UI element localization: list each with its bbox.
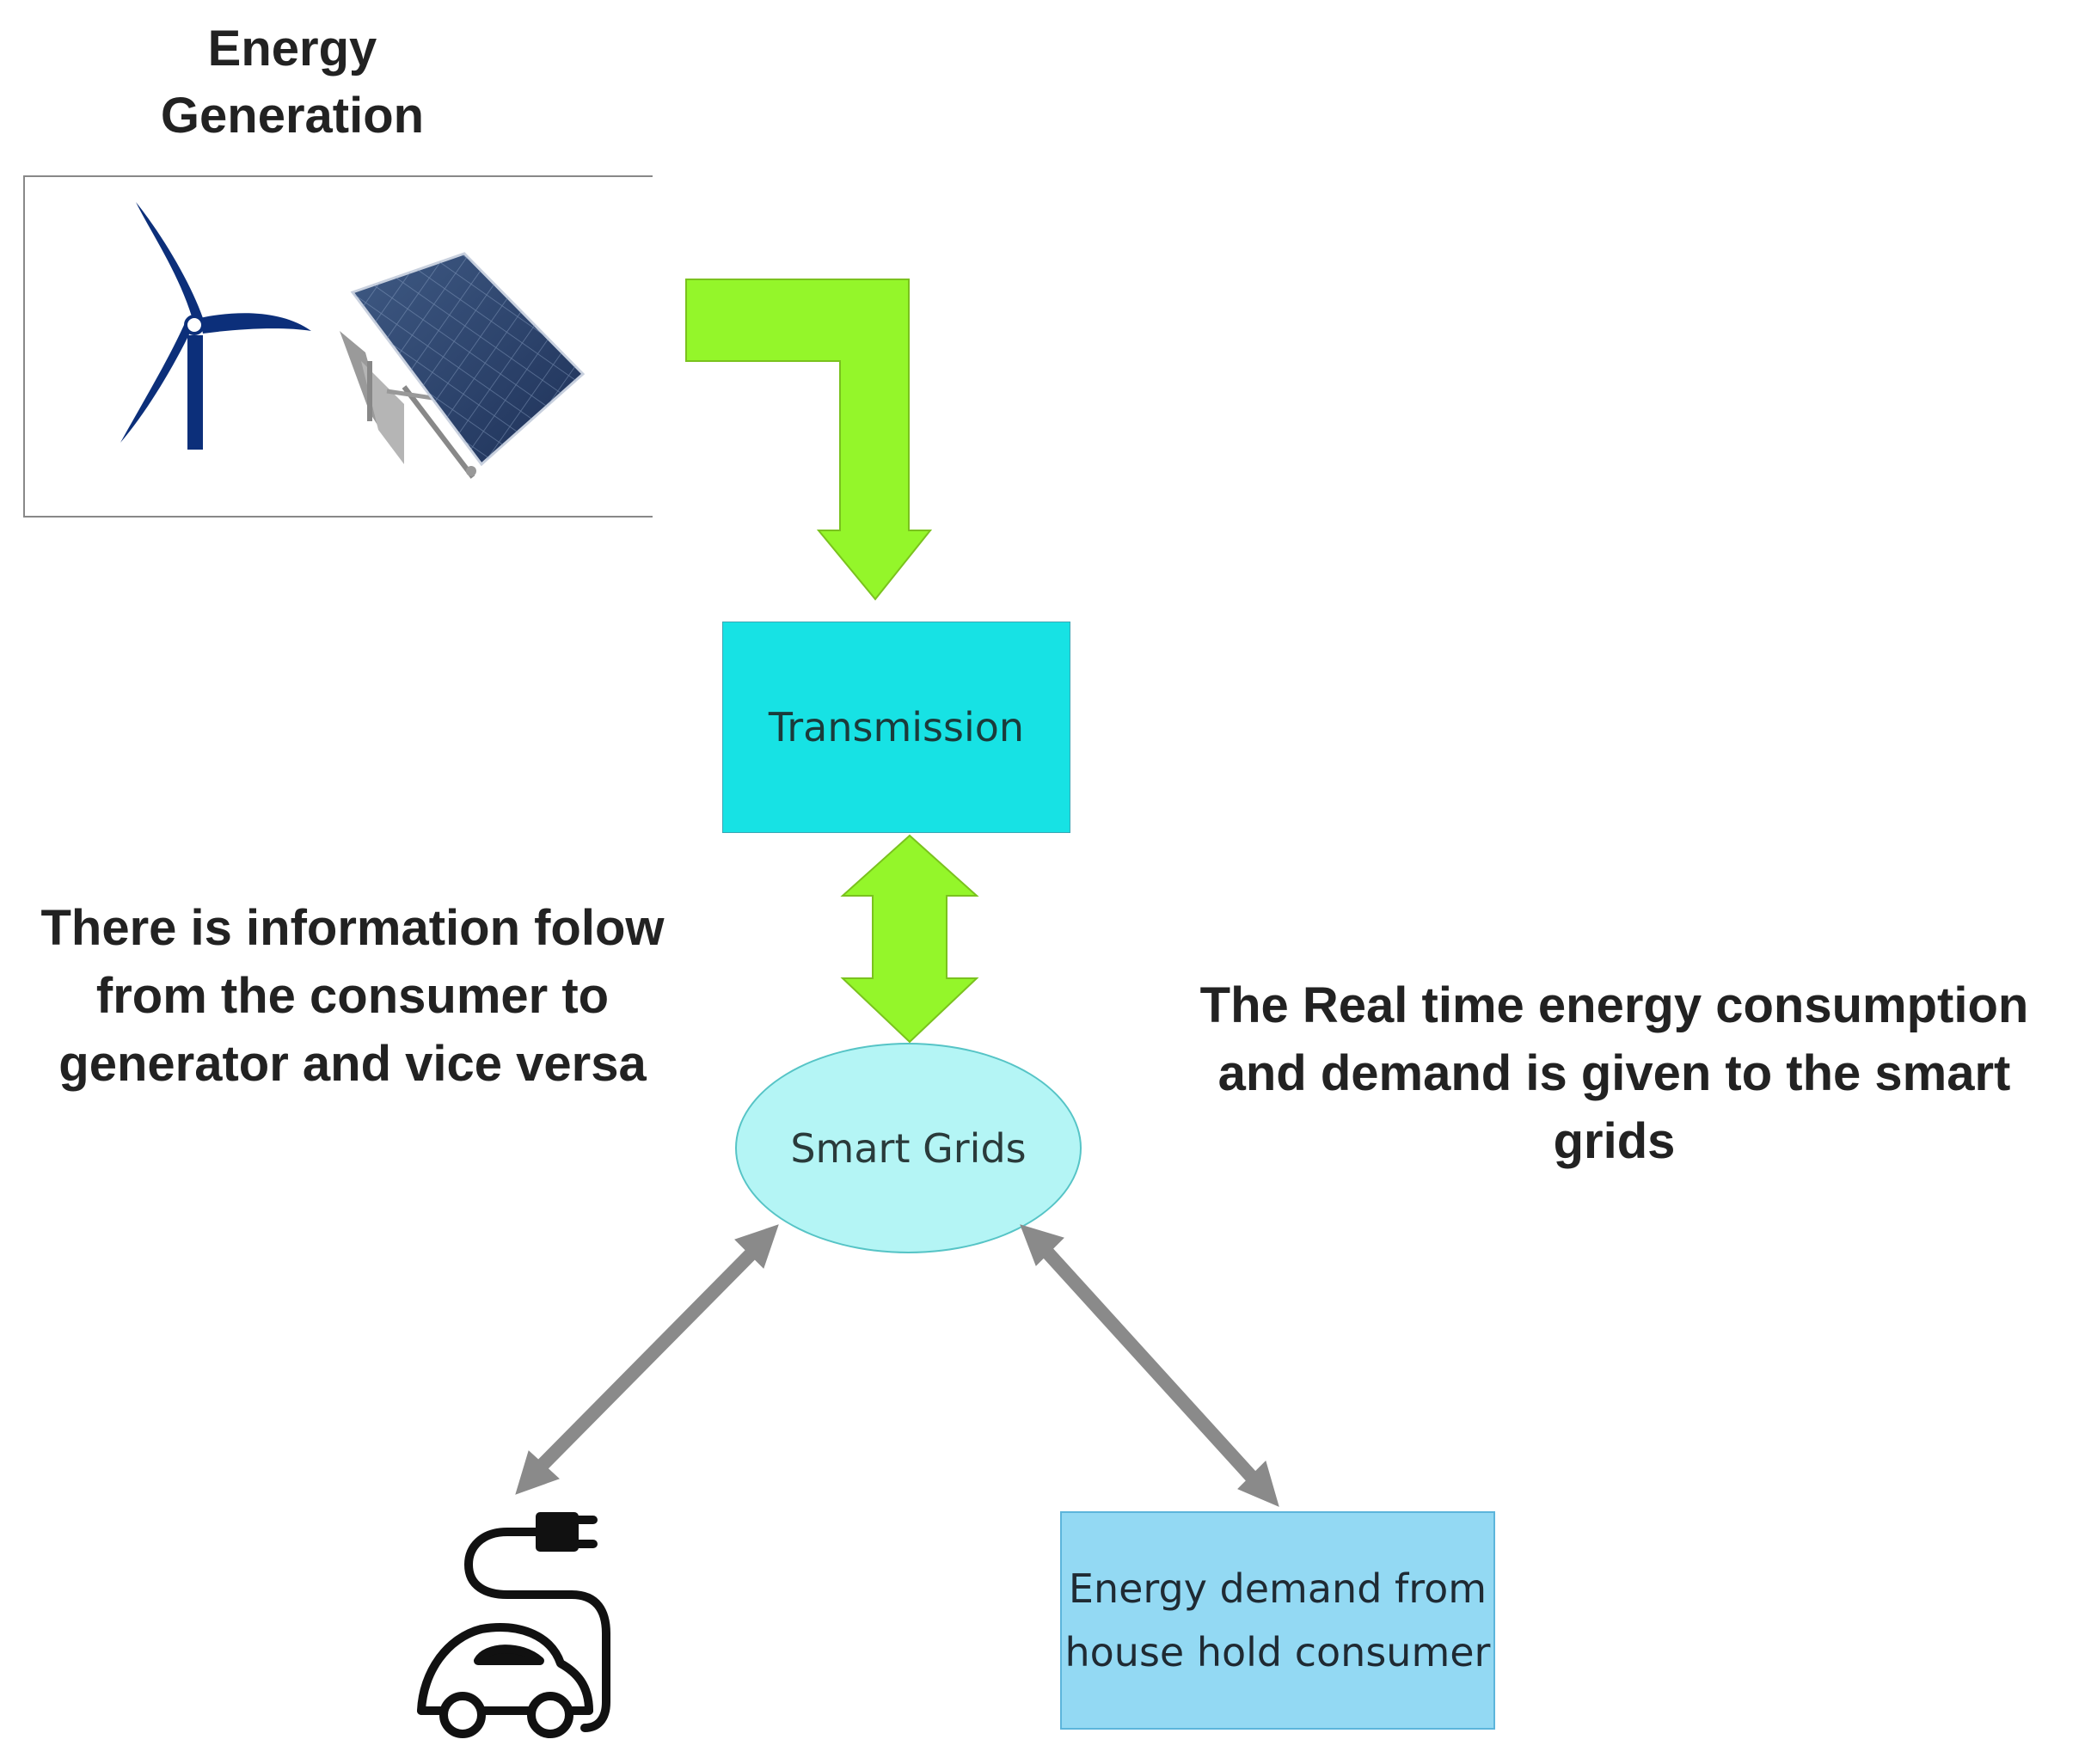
household-consumer-box: Energy demand from house hold consumer — [1060, 1511, 1495, 1730]
smart-grids-household-connector — [1020, 1224, 1279, 1507]
smart-grids-car-connector — [515, 1224, 779, 1495]
solar-panel-icon — [340, 252, 586, 479]
realtime-consumption-note: The Real time energy consumption and dem… — [1199, 977, 2029, 1169]
information-flow-note: There is information folow from the cons… — [40, 900, 665, 1092]
household-label-line1: Energy demand from — [1068, 1565, 1487, 1612]
household-label-line2: house hold consumer — [1064, 1629, 1491, 1675]
energy-generation-title: Energy Generation — [160, 21, 425, 144]
smart-grids-node: Smart Grids — [735, 1043, 1082, 1253]
wind-turbine-icon — [120, 202, 311, 450]
transmission-smart-grids-double-arrow — [840, 834, 979, 1044]
generation-to-transmission-arrow — [685, 279, 933, 601]
electric-car-plug-icon — [417, 1512, 610, 1738]
smart-grids-label: Smart Grids — [790, 1124, 1027, 1172]
transmission-box: Transmission — [722, 622, 1070, 833]
generation-image-box — [23, 175, 653, 518]
transmission-label: Transmission — [768, 704, 1025, 750]
